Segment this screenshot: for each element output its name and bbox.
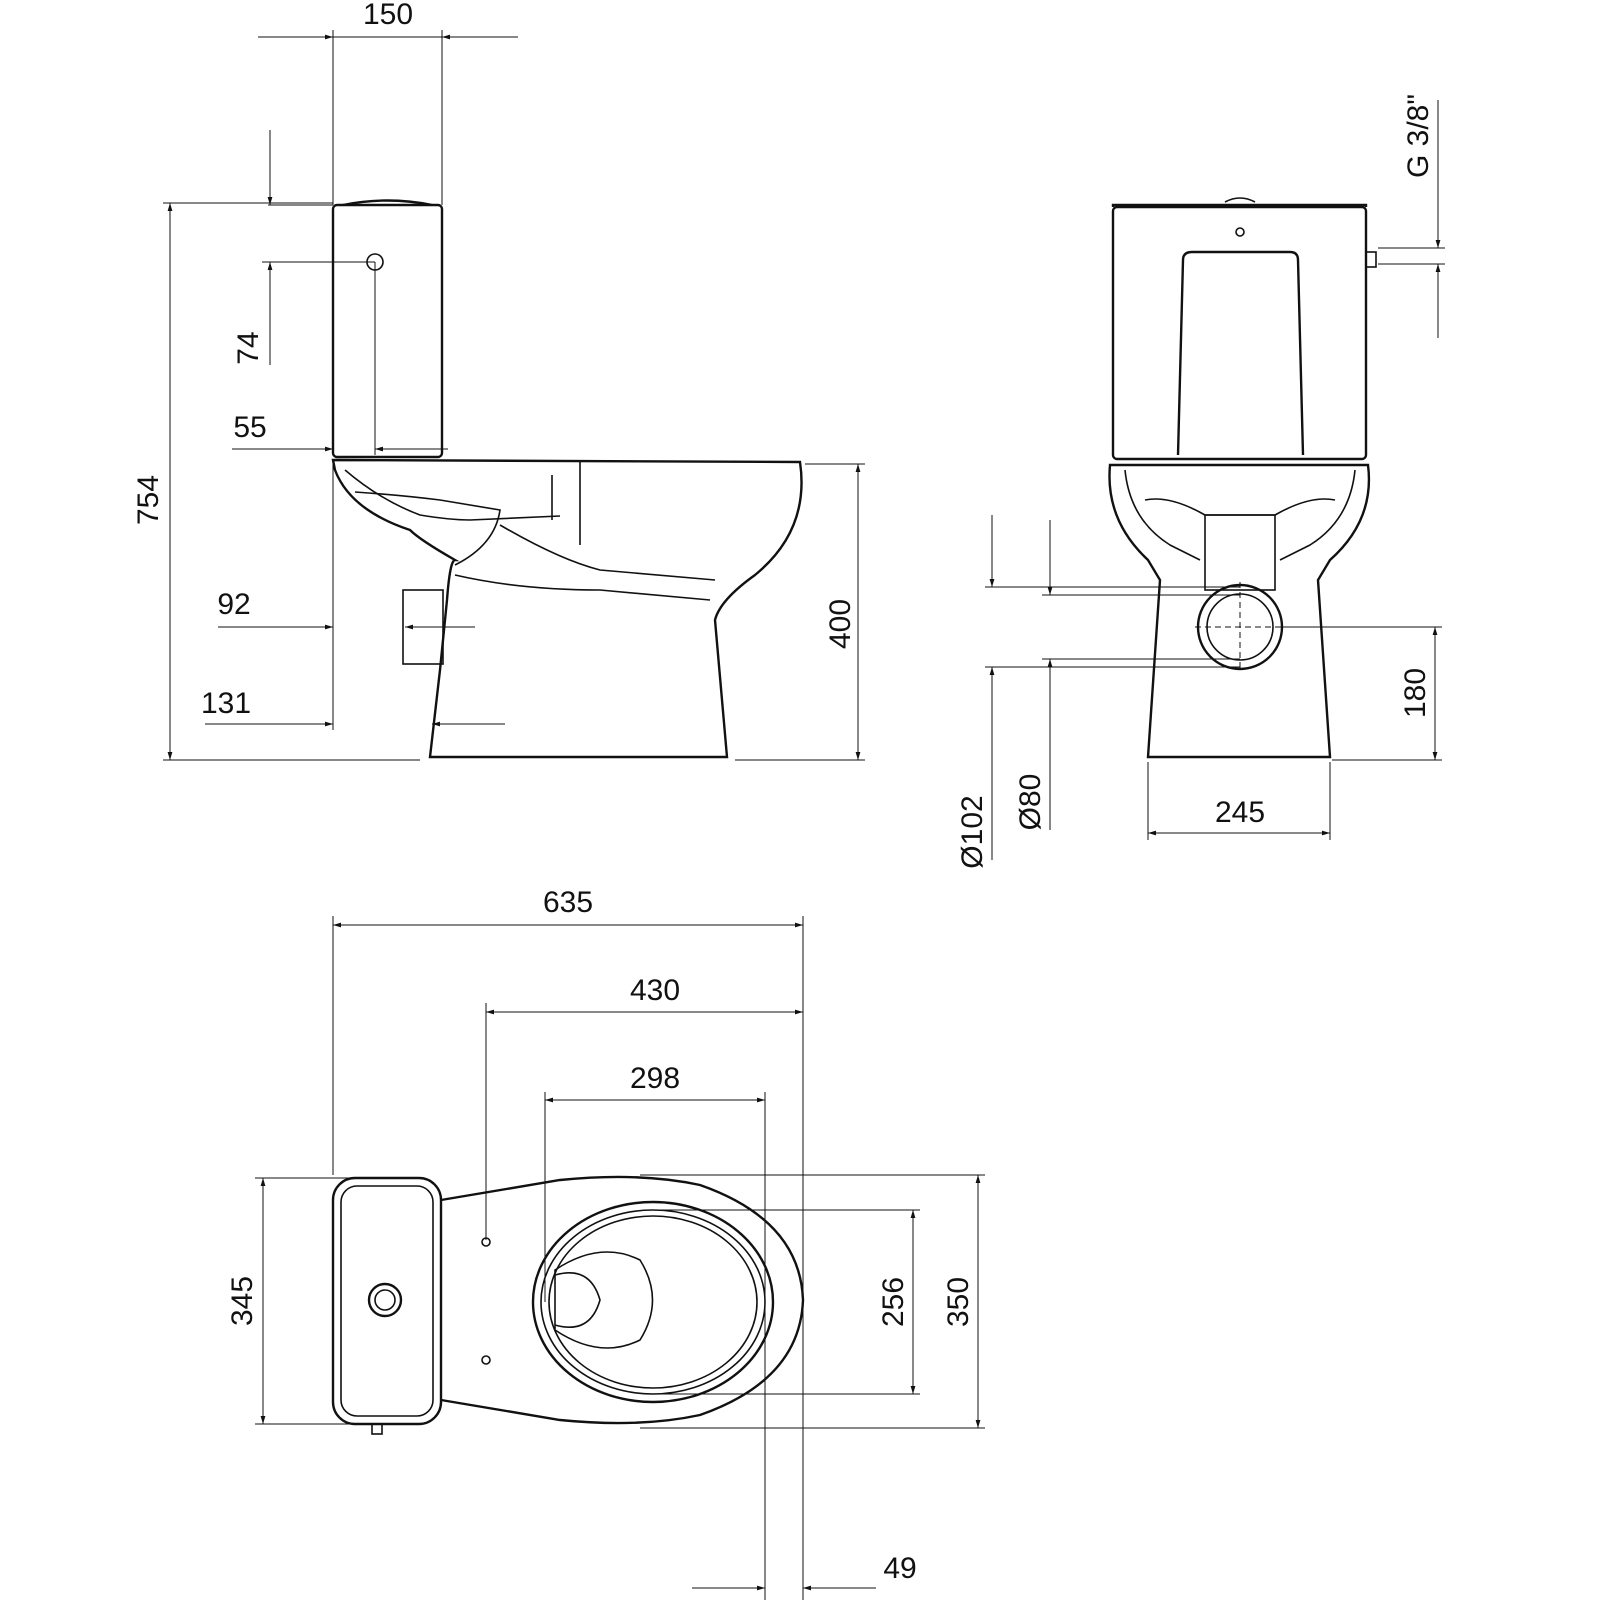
front-view-dimensions: G 3/8" Ø102 Ø80 180 245 bbox=[956, 94, 1445, 869]
dim-fixing-to-front: 430 bbox=[630, 974, 680, 1007]
dim-outlet-height: 180 bbox=[1399, 668, 1432, 718]
top-view-outline bbox=[331, 1175, 805, 1435]
dim-inlet-thread: G 3/8" bbox=[1402, 94, 1435, 178]
dim-outlet-outer-diameter: Ø102 bbox=[956, 795, 989, 868]
dim-base-offset: 131 bbox=[201, 687, 251, 720]
dim-tank-depth: 150 bbox=[363, 0, 413, 31]
dim-total-width: 350 bbox=[942, 1277, 975, 1327]
side-view: 150 74 55 754 92 131 bbox=[132, 0, 865, 761]
dim-outlet-inner-diameter: Ø80 bbox=[1014, 774, 1047, 831]
dim-tank-width: 345 bbox=[226, 1276, 259, 1326]
dim-bowl-opening-length: 298 bbox=[630, 1062, 680, 1095]
dim-inlet-height: 74 bbox=[232, 331, 265, 364]
dim-front-offset: 49 bbox=[883, 1552, 916, 1585]
dim-bowl-opening-width: 256 bbox=[877, 1277, 910, 1327]
front-view-outline bbox=[1108, 197, 1377, 759]
front-view: G 3/8" Ø102 Ø80 180 245 bbox=[956, 94, 1445, 869]
side-view-outline bbox=[331, 199, 803, 759]
dim-outlet-offset: 92 bbox=[217, 588, 250, 621]
side-view-dimensions: 150 74 55 754 92 131 bbox=[132, 0, 865, 761]
dim-tank-offset: 55 bbox=[233, 411, 266, 444]
dim-base-width: 245 bbox=[1215, 796, 1265, 829]
dim-total-height: 754 bbox=[132, 475, 165, 525]
top-view: 635 430 298 345 256 350 bbox=[226, 886, 985, 1600]
dim-seat-height: 400 bbox=[824, 599, 857, 649]
dim-total-length: 635 bbox=[543, 886, 593, 919]
top-view-dimensions: 635 430 298 345 256 350 bbox=[226, 886, 985, 1600]
